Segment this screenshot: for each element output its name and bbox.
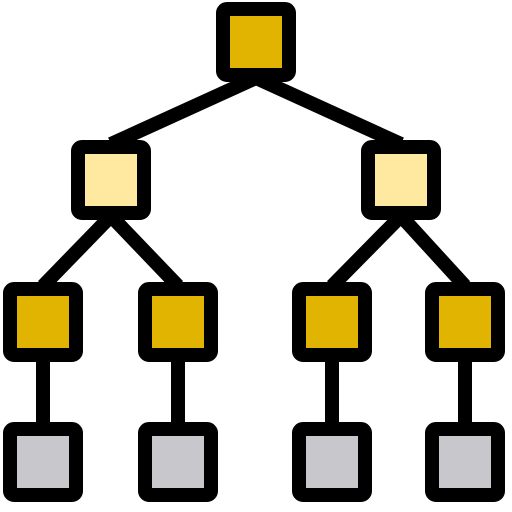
connector-level1-node-left-to-level2-node-1 <box>37 211 117 291</box>
level2-node-3 <box>292 282 372 362</box>
root-node <box>216 2 296 82</box>
level1-node-left <box>71 140 151 220</box>
level2-node-4 <box>425 282 505 362</box>
level2-node-2 <box>138 282 218 362</box>
leaf-node-3 <box>292 422 372 502</box>
level1-node-right <box>361 140 441 220</box>
leaf-node-2 <box>138 422 218 502</box>
connector-root-node-to-level1-node-right <box>253 71 404 151</box>
connector-level1-node-right-to-level2-node-3 <box>327 211 406 291</box>
tree-nodes <box>3 2 505 502</box>
level2-node-1 <box>3 282 83 362</box>
connector-level1-node-left-to-level2-node-2 <box>105 211 184 291</box>
connector-lines <box>36 71 472 426</box>
leaf-node-4 <box>425 422 505 502</box>
connector-root-node-to-level1-node-left <box>108 71 259 151</box>
leaf-node-1 <box>3 422 83 502</box>
connector-level1-node-right-to-level2-node-4 <box>395 211 471 291</box>
